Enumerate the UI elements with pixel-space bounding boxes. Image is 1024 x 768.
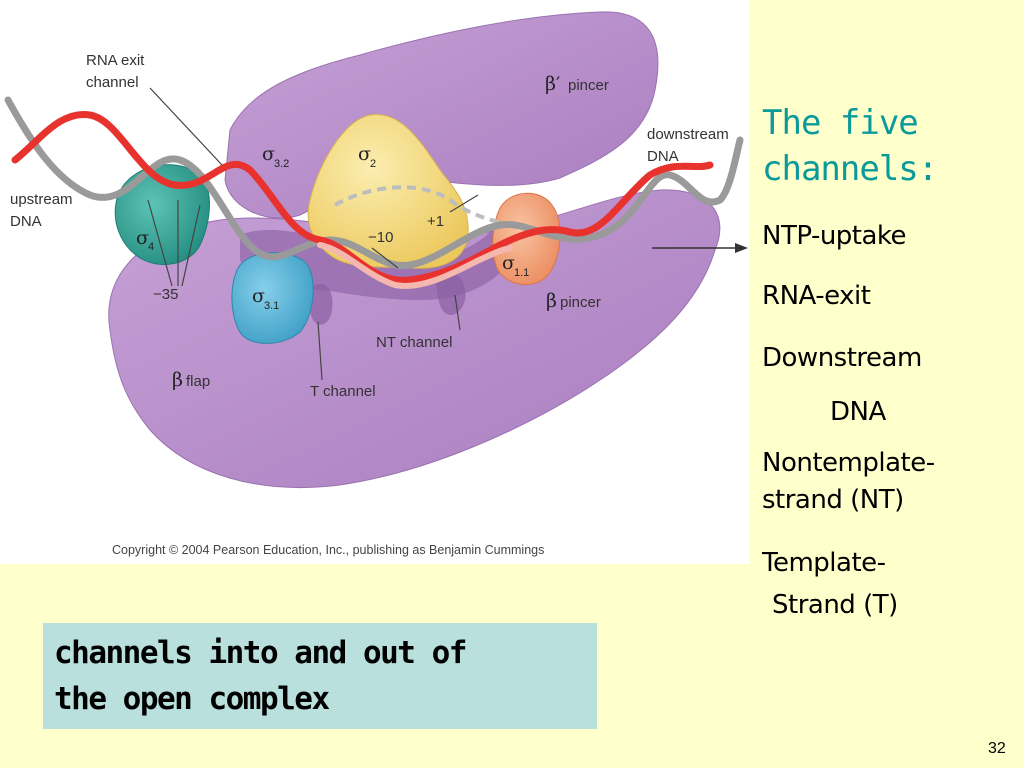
channel-item-nontemplate-2: strand (NT): [762, 485, 904, 515]
beta-pincer-symbol: β: [546, 290, 557, 312]
beta-flap-symbol: β: [172, 369, 183, 391]
upstream-dna-label-2: DNA: [10, 213, 42, 230]
beta-prime-pincer-label: pincer: [568, 77, 609, 94]
upstream-dna-label-1: upstream: [10, 191, 73, 208]
beta-flap-label: flap: [186, 373, 210, 390]
polymerase-diagram: RNA exit channel β′ pincer downstream DN…: [4, 11, 748, 488]
sigma31-sub: 3.1: [264, 300, 279, 312]
rna-exit-label-1: RNA exit: [86, 52, 145, 69]
sigma2-symbol: σ: [358, 143, 371, 165]
rna-polymerase-figure: RNA exit channel β′ pincer downstream DN…: [0, 0, 750, 564]
sigma11-sub: 1.1: [514, 267, 529, 279]
dashed-path: [334, 185, 511, 227]
sigma4-domain: [114, 164, 210, 265]
slide-number: 32: [988, 740, 1006, 757]
sigma4-symbol: σ: [136, 227, 149, 249]
beta-prime-symbol: β′: [545, 73, 560, 95]
channel-item-downstream-1: Downstream: [762, 343, 922, 373]
dna-red-strand: [11, 111, 714, 284]
t-channel-groove: [309, 283, 333, 325]
caption-line2: the open complex: [54, 681, 330, 717]
caption-box: channels into and out of the open comple…: [43, 623, 597, 729]
downstream-dna-label-2: DNA: [647, 148, 679, 165]
nt-channel-groove: [436, 269, 466, 316]
copyright-notice: Copyright © 2004 Pearson Education, Inc.…: [112, 543, 545, 557]
minus35-label: −35: [153, 286, 178, 303]
minus10-label: −10: [368, 229, 393, 246]
sigma32-symbol: σ: [262, 143, 275, 165]
beta-pincer-label: pincer: [560, 294, 601, 311]
channel-item-nontemplate-1: Nontemplate-: [762, 448, 935, 478]
channel-item-template-2: Strand (T): [772, 590, 898, 620]
caption-line1: channels into and out of: [54, 635, 467, 671]
t-channel-label: T channel: [310, 383, 376, 400]
sigma31-symbol: σ: [252, 285, 265, 307]
plus1-label: +1: [427, 213, 444, 230]
rna-exit-label-2: channel: [86, 74, 139, 91]
sigma31-domain: [231, 252, 314, 344]
channel-item-ntp-uptake: NTP-uptake: [762, 221, 907, 251]
nt-channel-label: NT channel: [376, 334, 452, 351]
sigma32-sub: 3.2: [274, 158, 289, 170]
channel-item-template-1: Template-: [762, 548, 886, 578]
dna-pink-strand: [317, 242, 513, 289]
sigma2-sub: 2: [370, 158, 376, 170]
pointer-lines: [147, 87, 479, 381]
side-title-line2: channels:: [762, 149, 938, 189]
downstream-dna-label-1: downstream: [647, 126, 729, 143]
channel-item-downstream-2: DNA: [830, 397, 886, 427]
side-title-line1: The five: [762, 103, 919, 143]
downstream-arrow: [652, 243, 748, 253]
dna-gray-strand: [4, 96, 744, 270]
channel-item-rna-exit: RNA-exit: [762, 281, 871, 311]
sigma11-symbol: σ: [502, 252, 515, 274]
sigma4-sub: 4: [148, 241, 154, 253]
